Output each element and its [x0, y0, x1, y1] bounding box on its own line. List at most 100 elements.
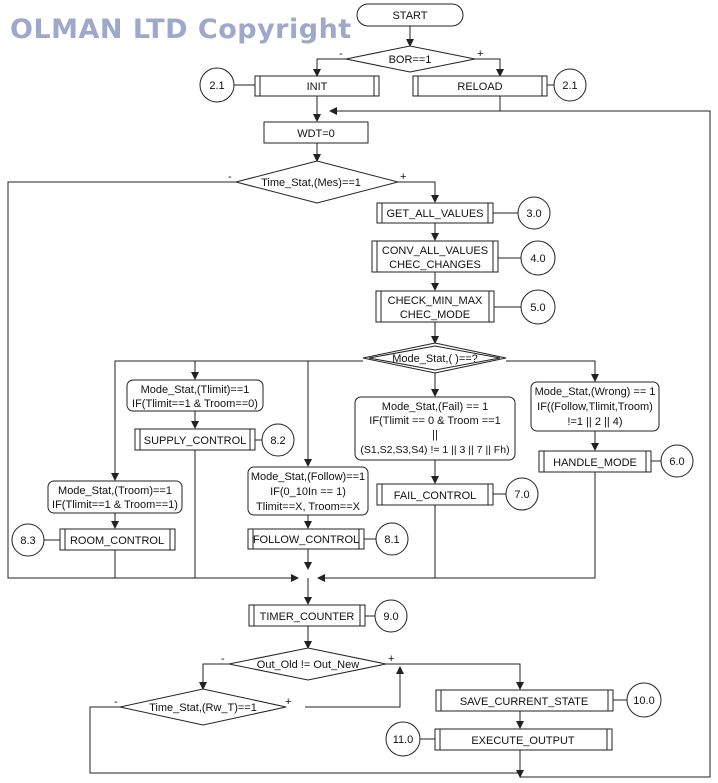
condition-fail-line4: (S1,S2,S3,S4) != 1 || 3 || 7 || Fh)	[360, 444, 509, 456]
ref-circle-fail: 7.0	[505, 477, 539, 511]
ref-handle-label: 6.0	[669, 456, 684, 468]
ref-save-label: 10.0	[633, 695, 654, 707]
process-fail-control: FAIL_CONTROL	[376, 483, 494, 506]
edge-bor-init	[313, 58, 346, 77]
ref-execute-label: 11.0	[393, 734, 414, 746]
process-timer-label: TIMER_COUNTER	[260, 611, 355, 623]
condition-fail-line3: ||	[432, 429, 438, 441]
process-check-min-max: CHECK_MIN_MAX CHEC_MODE	[375, 290, 495, 323]
edge-bor-reload	[475, 58, 504, 77]
edge-supply-join	[194, 450, 298, 579]
process-conv-line1: CONV_ALL_VALUES	[382, 245, 488, 257]
sign-minus: -	[339, 48, 343, 60]
branch-signs: - + - + - + - +	[114, 48, 483, 708]
ref-circle-handle: 6.0	[660, 444, 694, 478]
condition-wrong: Mode_Stat,(Wrong) == 1 IF((Follow,Tlimit…	[530, 381, 660, 432]
process-check-line1: CHECK_MIN_MAX	[388, 295, 483, 307]
ref-circle-follow: 8.1	[375, 522, 409, 556]
condition-tlimit: Mode_Stat,(Tlimit)==1 IF(Tlimit==1 & Tro…	[126, 379, 264, 412]
sign-plus: +	[400, 171, 406, 183]
ref-circle-get-all: 3.0	[517, 196, 551, 230]
condition-troom-line2: IF(Tlimit==1 & Troom==1)	[52, 499, 178, 511]
condition-troom-line1: Mode_Stat,(Troom)==1	[58, 485, 172, 497]
decision-mode-stat: Mode_Stat,( )==?	[362, 342, 507, 374]
process-get-all-values-label: GET_ALL_VALUES	[386, 208, 483, 220]
condition-follow-line1: Mode_Stat,(Follow)==1	[251, 471, 365, 483]
process-reload-label: RELOAD	[457, 81, 502, 93]
process-save-current-state: SAVE_CURRENT_STATE	[435, 689, 614, 712]
sign-minus: -	[228, 171, 232, 183]
condition-fail: Mode_Stat,(Fail) == 1 IF(Tlimit == 0 & T…	[354, 396, 516, 461]
process-fail-label: FAIL_CONTROL	[394, 490, 477, 502]
ref-get-all-label: 3.0	[526, 208, 541, 220]
process-init-label: INIT	[307, 81, 328, 93]
sign-minus: -	[114, 696, 118, 708]
process-supply-label: SUPPLY_CONTROL	[144, 435, 247, 447]
process-init: INIT	[254, 75, 380, 97]
condition-tlimit-line1: Mode_Stat,(Tlimit)==1	[141, 384, 250, 396]
decision-out-old: Out_Old != Out_New	[228, 647, 387, 681]
condition-tlimit-line2: IF(Tlimit==1 & Troom==0)	[132, 398, 258, 410]
decision-mode-stat-label: Mode_Stat,( )==?	[392, 353, 478, 365]
process-check-line2: CHEC_MODE	[400, 309, 470, 321]
sign-minus: -	[221, 653, 225, 665]
decision-time-rw: Time_Stat,(Rw_T)==1	[119, 688, 287, 726]
condition-fail-line1: Mode_Stat,(Fail) == 1	[382, 401, 488, 413]
decision-time-mes-label: Time_Stat,(Mes)==1	[261, 177, 361, 189]
edge-out-save	[386, 663, 524, 690]
process-supply-control: SUPPLY_CONTROL	[134, 428, 256, 451]
ref-circle-save: 10.0	[626, 682, 662, 718]
sign-plus: +	[388, 653, 394, 665]
process-reload: RELOAD	[412, 75, 548, 97]
ref-supply-label: 8.2	[270, 435, 285, 447]
edge-handle-join	[318, 472, 596, 579]
process-execute-output: EXECUTE_OUTPUT	[434, 728, 613, 751]
condition-troom: Mode_Stat,(Troom)==1 IF(Tlimit==1 & Troo…	[47, 480, 183, 514]
ref-room-label: 8.3	[20, 535, 35, 547]
condition-wrong-line3: !=1 || 2 || 4)	[567, 416, 622, 428]
decision-time-mes: Time_Stat,(Mes)==1	[234, 160, 400, 204]
decision-time-rw-label: Time_Stat,(Rw_T)==1	[149, 702, 257, 714]
process-room-control: ROOM_CONTROL	[59, 528, 176, 551]
process-wdt: WDT=0	[263, 121, 369, 144]
process-follow-label: FOLLOW_CONTROL	[253, 534, 359, 546]
ref-circle-supply: 8.2	[261, 423, 295, 457]
ref-circle-execute: 11.0	[385, 721, 421, 757]
ref-circle-reload: 2.1	[553, 68, 587, 102]
sign-plus: +	[285, 696, 291, 708]
ref-circle-init: 2.1	[199, 67, 235, 103]
ref-fail-label: 7.0	[514, 489, 529, 501]
ref-circle-check: 5.0	[520, 289, 556, 325]
process-handle-label: HANDLE_MODE	[553, 457, 637, 469]
condition-wrong-line2: IF((Follow,Tlimit,Troom)	[537, 401, 653, 413]
edge-time-skip	[7, 181, 299, 582]
decision-bor: BOR==1	[345, 45, 476, 73]
condition-follow-line2: IF(0_10In == 1)	[270, 486, 346, 498]
ref-init-label: 2.1	[209, 80, 224, 92]
ref-follow-label: 8.1	[384, 534, 399, 546]
condition-follow-line3: Tlimit==X, Troom==X	[256, 501, 361, 513]
decision-bor-label: BOR==1	[389, 54, 432, 66]
connectors	[7, 26, 711, 778]
sign-plus: +	[477, 48, 483, 60]
ref-timer-label: 9.0	[383, 611, 398, 623]
ref-circle-room: 8.3	[11, 523, 45, 557]
edge-time-get	[398, 181, 439, 203]
process-execute-label: EXECUTE_OUTPUT	[471, 735, 575, 747]
edge-mode-troom	[111, 360, 363, 481]
process-conv-line2: CHEC_CHANGES	[389, 259, 481, 271]
process-follow-control: FOLLOW_CONTROL	[247, 528, 365, 550]
condition-fail-line2: IF(Tlimit == 0 & Troom ==1	[369, 415, 500, 427]
process-conv-all-values: CONV_ALL_VALUES CHEC_CHANGES	[371, 240, 499, 273]
process-wdt-label: WDT=0	[297, 128, 335, 140]
edge-out-time-rw	[199, 663, 229, 690]
ref-conv-label: 4.0	[530, 253, 545, 265]
watermark-copyright: OLMAN LTD Copyright	[10, 14, 352, 45]
process-timer-counter: TIMER_COUNTER	[248, 604, 366, 627]
process-get-all-values: GET_ALL_VALUES	[376, 202, 494, 224]
edge-mode-wrong	[506, 360, 599, 382]
edge-loop-back	[329, 107, 711, 778]
node-start-label: START	[392, 10, 427, 22]
